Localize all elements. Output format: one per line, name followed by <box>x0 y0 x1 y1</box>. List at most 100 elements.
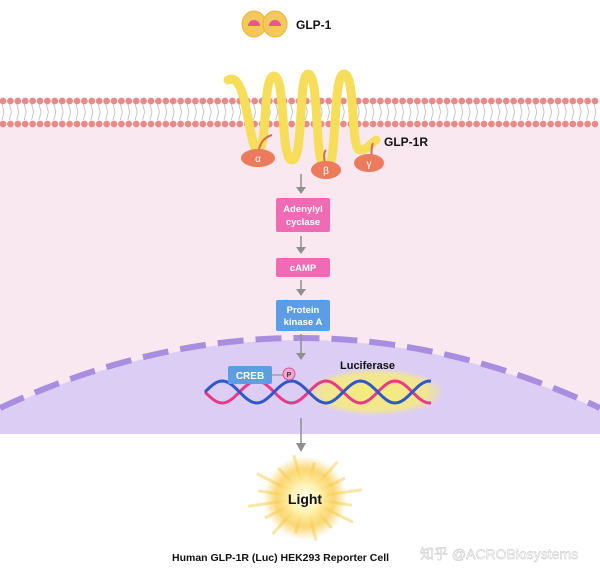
alpha-label: α <box>255 154 261 165</box>
lipid-head <box>184 120 192 128</box>
lipid-tail <box>253 111 256 121</box>
lipid-head <box>95 120 103 128</box>
lipid-tail <box>490 111 493 121</box>
lipid-head <box>436 120 443 128</box>
lipid-head <box>576 97 584 105</box>
lipid-head <box>155 120 162 128</box>
lipid-tail <box>445 111 449 121</box>
lipid-tail <box>83 103 86 113</box>
lipid-head <box>465 97 473 105</box>
lipid-head <box>525 97 532 105</box>
lipid-head <box>377 120 384 128</box>
lipid-head <box>473 97 480 105</box>
lipid-head <box>140 97 148 105</box>
lipid-head <box>21 97 29 105</box>
lipid-tail <box>423 111 427 121</box>
lipid-head <box>73 120 81 128</box>
lipid-tail <box>305 111 308 121</box>
lipid-tail <box>527 103 530 113</box>
luciferase-label: Luciferase <box>340 360 395 372</box>
lipid-head <box>273 120 281 128</box>
lipid-tail <box>460 103 464 113</box>
lipid-tail <box>512 111 515 121</box>
lipid-tail <box>393 103 397 113</box>
lipid-head <box>66 120 73 128</box>
dna-strand <box>203 379 432 405</box>
lipid-head <box>169 120 177 128</box>
dna-helix <box>203 379 432 405</box>
lipid-tail <box>512 103 515 113</box>
lipid-tail <box>134 103 138 113</box>
lipid-head <box>495 120 503 128</box>
g-protein: α β γ <box>241 134 384 179</box>
lipid-head <box>554 97 562 105</box>
lipid-tail <box>149 111 153 121</box>
lipid-tail <box>112 111 116 121</box>
lipid-tail <box>149 103 153 113</box>
lipid-head <box>125 97 133 105</box>
lipid-head <box>199 120 207 128</box>
lipid-tail <box>105 103 108 113</box>
lipid-head <box>384 120 392 128</box>
lipid-tail <box>238 103 242 113</box>
lipid-tail <box>571 111 575 121</box>
lipid-tail <box>208 103 212 113</box>
lipid-tail <box>408 111 412 121</box>
lipid-head <box>465 120 473 128</box>
lipid-head <box>192 97 199 105</box>
lipid-tail <box>497 111 501 121</box>
lipid-head <box>362 120 369 128</box>
lipid-head <box>236 120 244 128</box>
lipid-head <box>369 120 377 128</box>
lipid-tail <box>90 111 94 121</box>
lipid-tail <box>134 111 138 121</box>
lipid-head <box>58 120 66 128</box>
lipid-tail <box>564 103 567 113</box>
lipid-head <box>591 97 599 105</box>
lipid-tail <box>593 111 597 121</box>
lipid-tail <box>179 103 182 113</box>
lipid-head <box>525 120 532 128</box>
lipid-head <box>421 97 429 105</box>
lipid-tail <box>16 111 20 121</box>
lipid-tail <box>401 103 404 113</box>
lipid-head <box>221 97 229 105</box>
lipid-head <box>36 97 44 105</box>
lipid-head <box>251 97 258 105</box>
lipid-head <box>532 97 540 105</box>
lipid-head <box>132 97 140 105</box>
lipid-head <box>21 120 29 128</box>
lipid-tail <box>578 103 582 113</box>
lipid-head <box>539 97 547 105</box>
glp-1r-label: GLP-1R <box>384 135 428 149</box>
lipid-head <box>421 120 429 128</box>
lipid-head <box>214 120 222 128</box>
lipid-tail <box>1 103 5 113</box>
lipid-head <box>177 97 185 105</box>
lipid-tail <box>31 111 34 121</box>
lipid-tail <box>1 111 5 121</box>
lipid-head <box>517 97 525 105</box>
lipid-head <box>288 120 295 128</box>
lipid-tail <box>490 103 493 113</box>
lipid-tail <box>504 111 508 121</box>
lipid-tail <box>556 111 560 121</box>
lipid-head <box>44 120 51 128</box>
lipid-head <box>451 97 458 105</box>
lipid-head <box>88 120 96 128</box>
lipid-head <box>391 120 399 128</box>
lipid-head <box>539 120 547 128</box>
lipid-tail <box>120 111 123 121</box>
lipid-tail <box>68 103 71 113</box>
lipid-tail <box>164 111 168 121</box>
lipid-head <box>458 97 466 105</box>
lipid-head <box>502 120 510 128</box>
lipid-head <box>428 97 436 105</box>
lipid-head <box>51 120 59 128</box>
creb-label: CREB <box>236 371 264 382</box>
lipid-head <box>140 120 148 128</box>
lipid-head <box>488 120 495 128</box>
lipid-tail <box>208 111 212 121</box>
lipid-tail <box>179 111 182 121</box>
